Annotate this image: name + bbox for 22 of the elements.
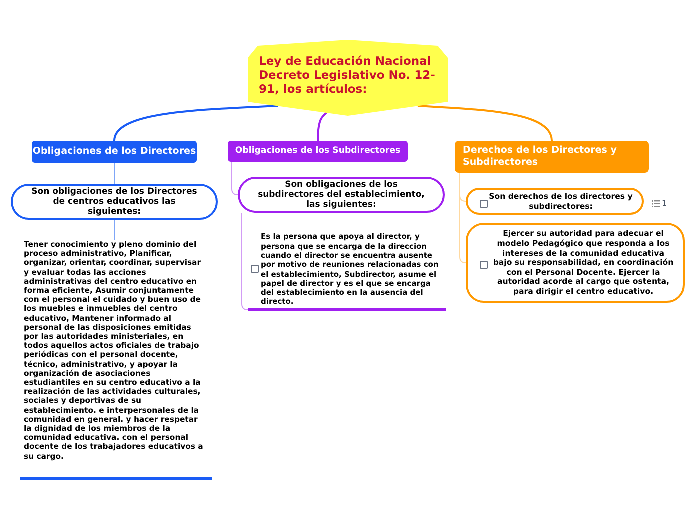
node-text: Son obligaciones de los subdirectores del establecimiento, las siguientes:	[257, 180, 426, 210]
node-text: Obligaciones de los Subdirectores	[235, 145, 401, 158]
node-text: Ley de Educación Nacional Decreto Legislativo No. 12-91, los artículos:	[259, 54, 436, 96]
connector-line	[114, 220, 115, 240]
connector-line	[317, 111, 329, 142]
connector-line	[242, 212, 248, 310]
rounded-box	[238, 177, 445, 213]
branch-box	[228, 141, 408, 162]
connector-line	[114, 105, 278, 142]
connector-line	[114, 162, 115, 184]
rounded-box	[466, 223, 685, 303]
connector-line	[418, 105, 553, 142]
count-label: 1	[662, 198, 668, 208]
branch-box	[32, 141, 197, 163]
node-text: Obligaciones de los Directores	[32, 144, 196, 159]
rounded-box	[11, 184, 218, 220]
node-text: Son obligaciones de los Directores de centros educativos las siguientes:	[30, 187, 198, 217]
branch-box	[455, 141, 649, 173]
connector-line	[460, 172, 466, 264]
topic-hexagon	[248, 40, 448, 116]
node-text: Derechos de los Directores y Subdirectores	[463, 145, 618, 169]
connector-line	[232, 162, 238, 196]
